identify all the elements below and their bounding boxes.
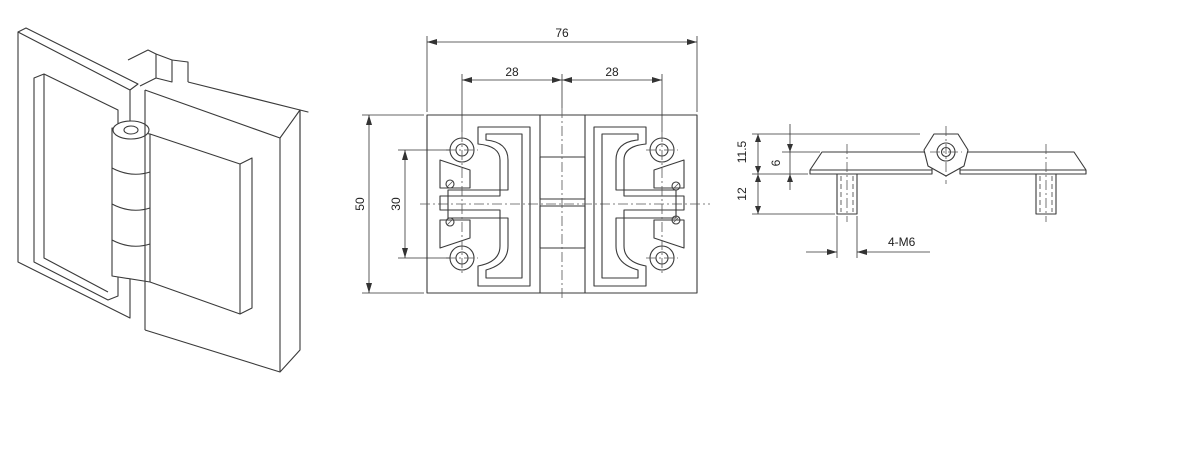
top-tab-right — [155, 53, 173, 83]
hinge-barrel — [111, 127, 151, 283]
knuckle-lower — [539, 205, 586, 249]
label-right-spacing: 28 — [605, 65, 619, 79]
label-hole-vertical: 30 — [389, 197, 403, 211]
left-plate-bevel — [43, 74, 109, 293]
screw-left-upper — [445, 179, 455, 189]
dim-side-vertical — [752, 124, 920, 215]
label-thickness-total: 11.5 — [735, 140, 749, 163]
left-leaf-frame — [17, 31, 131, 319]
side-left-plate — [809, 151, 933, 175]
left-rib-lower — [439, 219, 471, 249]
side-view: 11.5 6 12 4-M6 — [735, 124, 1087, 258]
right-leaf-top-back — [187, 81, 309, 113]
knuckle-upper — [539, 156, 586, 200]
front-view: 76 28 28 50 30 — [353, 26, 710, 300]
label-thickness-plate: 6 — [769, 159, 783, 166]
barrel-segment-2 — [111, 203, 151, 211]
right-leaf-top — [144, 89, 301, 330]
right-leaf-flange — [279, 110, 301, 373]
top-tab-back — [171, 59, 189, 82]
stud-left — [836, 144, 858, 222]
right-leaf-bottom — [144, 329, 281, 373]
barrel-segment-3 — [111, 239, 151, 247]
dim-left-spacing — [461, 74, 563, 132]
stud-right — [1035, 144, 1057, 222]
label-left-spacing: 28 — [505, 65, 519, 79]
label-overall-width: 76 — [555, 26, 569, 40]
dim-right-spacing — [562, 74, 663, 132]
dim-overall-height — [362, 114, 424, 294]
screw-left-lower — [445, 217, 455, 227]
left-pocket-inner — [447, 133, 523, 279]
screw-right-upper — [671, 181, 681, 191]
right-pocket-inner — [601, 133, 677, 279]
barrel-pin-hole — [123, 125, 139, 135]
barrel-top-cap — [112, 120, 150, 140]
right-pocket-outer — [593, 126, 685, 287]
left-raised-plate — [33, 73, 119, 301]
left-rib-upper — [439, 159, 471, 189]
right-rib-upper — [653, 159, 685, 189]
left-pocket-outer — [439, 126, 531, 287]
screw-right-lower — [671, 215, 681, 225]
label-thread-callout: 4-M6 — [888, 235, 916, 249]
dim-thread — [806, 216, 930, 258]
side-right-plate — [959, 151, 1087, 175]
isometric-hinge-view — [17, 27, 309, 373]
barrel-segment-1 — [111, 167, 151, 175]
left-leaf-top-edge — [17, 27, 139, 91]
label-overall-height: 50 — [353, 197, 367, 211]
dim-hole-vertical — [398, 149, 450, 259]
label-stud-length: 12 — [735, 187, 749, 201]
side-knuckle — [923, 133, 969, 177]
right-raised-plate — [149, 133, 253, 315]
right-rib-lower — [653, 219, 685, 249]
dim-overall-width — [426, 36, 698, 112]
